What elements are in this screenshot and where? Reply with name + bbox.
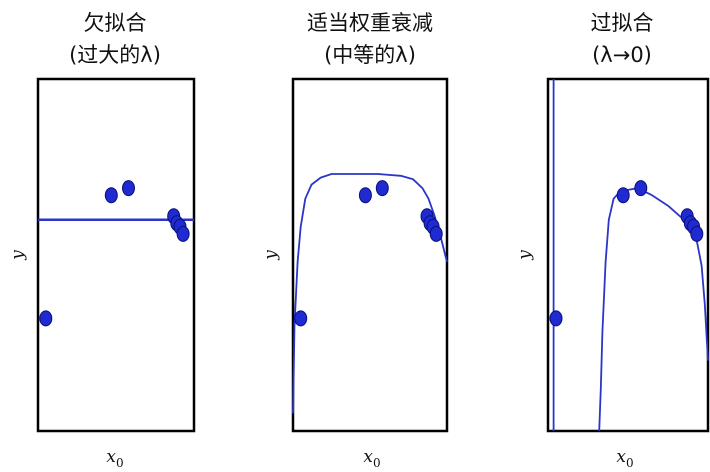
data-point-3-3 — [634, 180, 648, 197]
panel-2-subtitle: (中等的λ) — [324, 43, 416, 67]
data-point-2-7 — [429, 225, 443, 242]
panel-2-frame — [291, 77, 449, 433]
panel-1-xlabel: x0 — [106, 447, 123, 470]
data-point-3-7 — [690, 225, 704, 242]
panel-1-xlabel-var: x — [106, 447, 116, 467]
panel-weight-decay: 适当权重衰减 (中等的λ) y x0 — [261, 11, 449, 470]
panel-1-frame — [36, 77, 196, 433]
panel-overfit: 过拟合 (λ→0) y x0 — [515, 11, 710, 470]
panel-3-xlabel-sub: 0 — [626, 456, 634, 470]
data-point-1-2 — [104, 187, 118, 204]
panel-2-xlabel-sub: 0 — [373, 456, 381, 470]
panel-3-xlabel: x0 — [616, 447, 633, 470]
panel-2-ylabel: y — [261, 250, 281, 261]
panel-3-subtitle: (λ→0) — [592, 43, 652, 67]
data-point-2-1 — [294, 310, 308, 327]
data-point-1-1 — [39, 310, 53, 327]
panel-3-ylabel: y — [515, 250, 535, 261]
panel-2-title: 适当权重衰减 — [307, 11, 433, 35]
panel-2-xlabel: x0 — [363, 447, 380, 470]
panel-1-ylabel: y — [8, 250, 28, 261]
panel-1-xlabel-sub: 0 — [116, 456, 124, 470]
panel-3-frame — [546, 77, 710, 433]
data-point-2-3 — [375, 180, 389, 197]
panel-3-xlabel-var: x — [616, 447, 626, 467]
fit-curve-2-1 — [292, 173, 448, 414]
panel-underfit: 欠拟合 (过大的λ) y x0 — [8, 11, 196, 470]
data-point-3-1 — [549, 310, 563, 327]
data-point-1-7 — [176, 225, 190, 242]
panel-1-subtitle: (过大的λ) — [69, 43, 161, 67]
data-point-2-2 — [358, 187, 372, 204]
panel-1-title: 欠拟合 — [84, 11, 147, 35]
data-point-1-3 — [122, 180, 135, 197]
panel-2-xlabel-var: x — [363, 447, 373, 467]
panel-3-title: 过拟合 — [591, 11, 654, 35]
data-point-3-2 — [616, 187, 630, 204]
